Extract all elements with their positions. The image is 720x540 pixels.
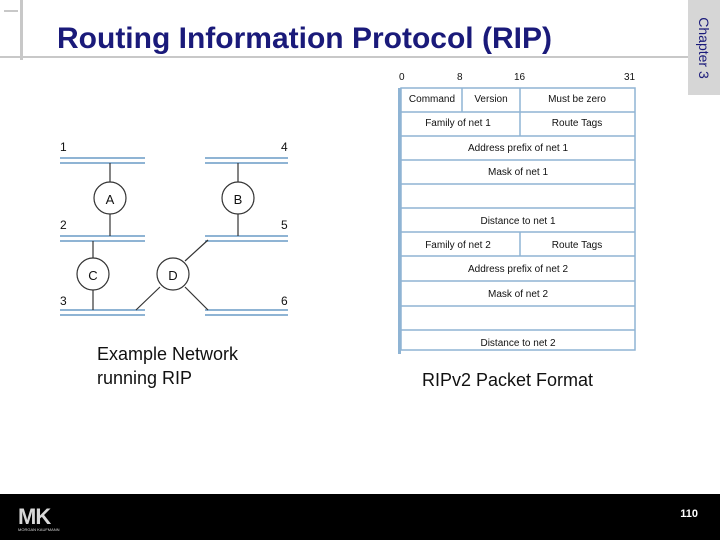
field-version: Version [474,94,507,105]
field-distance-net2: Distance to net 2 [480,338,555,349]
bit-label-8: 8 [457,72,463,83]
footer-bar: MK MORGAN KAUFMANN 110 [0,494,720,540]
field-mask-net1: Mask of net 1 [488,167,548,178]
page-number: 110 [680,508,698,520]
decor-line-horizontal [0,56,688,58]
decor-line-vertical [20,0,23,60]
router-c-label: C [88,268,97,283]
field-address-prefix-net2: Address prefix of net 2 [468,264,568,275]
bit-label-31: 31 [624,72,636,83]
field-distance-net1: Distance to net 1 [480,216,555,227]
net-label-3: 3 [60,294,67,308]
morgan-kaufmann-logo: MK MORGAN KAUFMANN [18,506,60,532]
router-b-label: B [234,192,243,207]
field-family-net1: Family of net 1 [425,118,491,129]
net-label-1: 1 [60,140,67,154]
router-d-label: D [168,268,177,283]
field-command: Command [409,94,455,105]
router-d: D [156,257,190,291]
net-label-2: 2 [60,218,67,232]
field-must-be-zero: Must be zero [548,94,606,105]
logo-subtitle: MORGAN KAUFMANN [18,527,60,532]
bit-label-0: 0 [399,72,405,83]
chapter-tab [688,0,720,95]
logo-mark: MK [18,506,51,529]
packet-caption: RIPv2 Packet Format [422,370,594,390]
field-address-prefix-net1: Address prefix of net 1 [468,143,568,154]
field-family-net2: Family of net 2 [425,240,491,251]
net-label-6: 6 [281,294,288,308]
network-caption-line1: Example Network [97,344,239,364]
router-c: C [76,257,110,291]
slide-title: Routing Information Protocol (RIP) [57,22,552,55]
net-label-4: 4 [281,140,288,154]
field-route-tags-net2: Route Tags [552,240,602,251]
field-route-tags-net1: Route Tags [552,118,602,129]
router-a: A [93,181,127,215]
decor-line-small [4,10,18,12]
network-caption: Example Network running RIP [97,342,238,390]
net-label-5: 5 [281,218,288,232]
router-b: B [221,181,255,215]
network-caption-line2: running RIP [97,368,193,388]
field-mask-net2: Mask of net 2 [488,289,548,300]
router-a-label: A [106,192,115,207]
bit-label-16: 16 [514,72,526,83]
